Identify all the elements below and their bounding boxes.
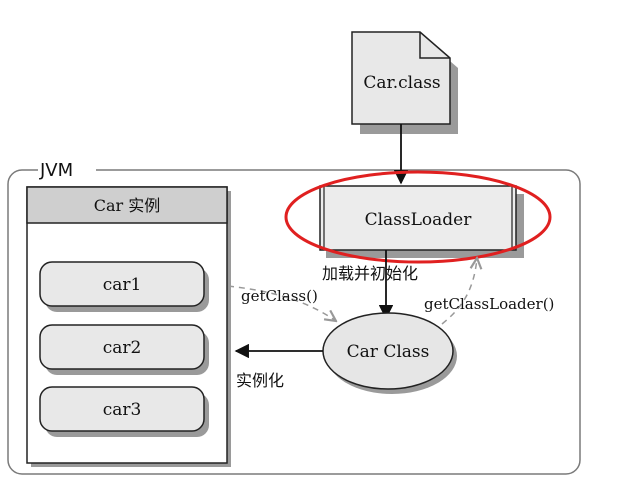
instance-item: car1 xyxy=(39,261,209,312)
classloader-box: ClassLoader xyxy=(319,185,524,258)
instance-label: car1 xyxy=(103,275,142,295)
car-instances-title: Car 实例 xyxy=(94,196,161,215)
classloader-highlight-ellipse xyxy=(284,170,552,264)
get-class-loader-arrow xyxy=(441,258,477,325)
car-class-node: Car Class xyxy=(322,312,457,394)
load-init-label: 加载并初始化 xyxy=(322,264,418,283)
car-class-file: Car.class xyxy=(351,31,458,134)
classloader-label: ClassLoader xyxy=(365,210,473,230)
get-class-loader-label: getClassLoader() xyxy=(424,295,554,313)
jvm-label: JVM xyxy=(39,160,73,181)
jvm-container: JVM xyxy=(7,158,581,475)
instance-item: car2 xyxy=(39,324,209,375)
instance-item: car3 xyxy=(39,386,209,437)
car-class-label: Car Class xyxy=(347,342,430,362)
get-class-label: getClass() xyxy=(241,287,318,305)
instantiate-label: 实例化 xyxy=(236,371,284,390)
instance-label: car3 xyxy=(103,400,142,420)
car-class-file-label: Car.class xyxy=(363,73,440,93)
instance-label: car2 xyxy=(103,338,142,358)
